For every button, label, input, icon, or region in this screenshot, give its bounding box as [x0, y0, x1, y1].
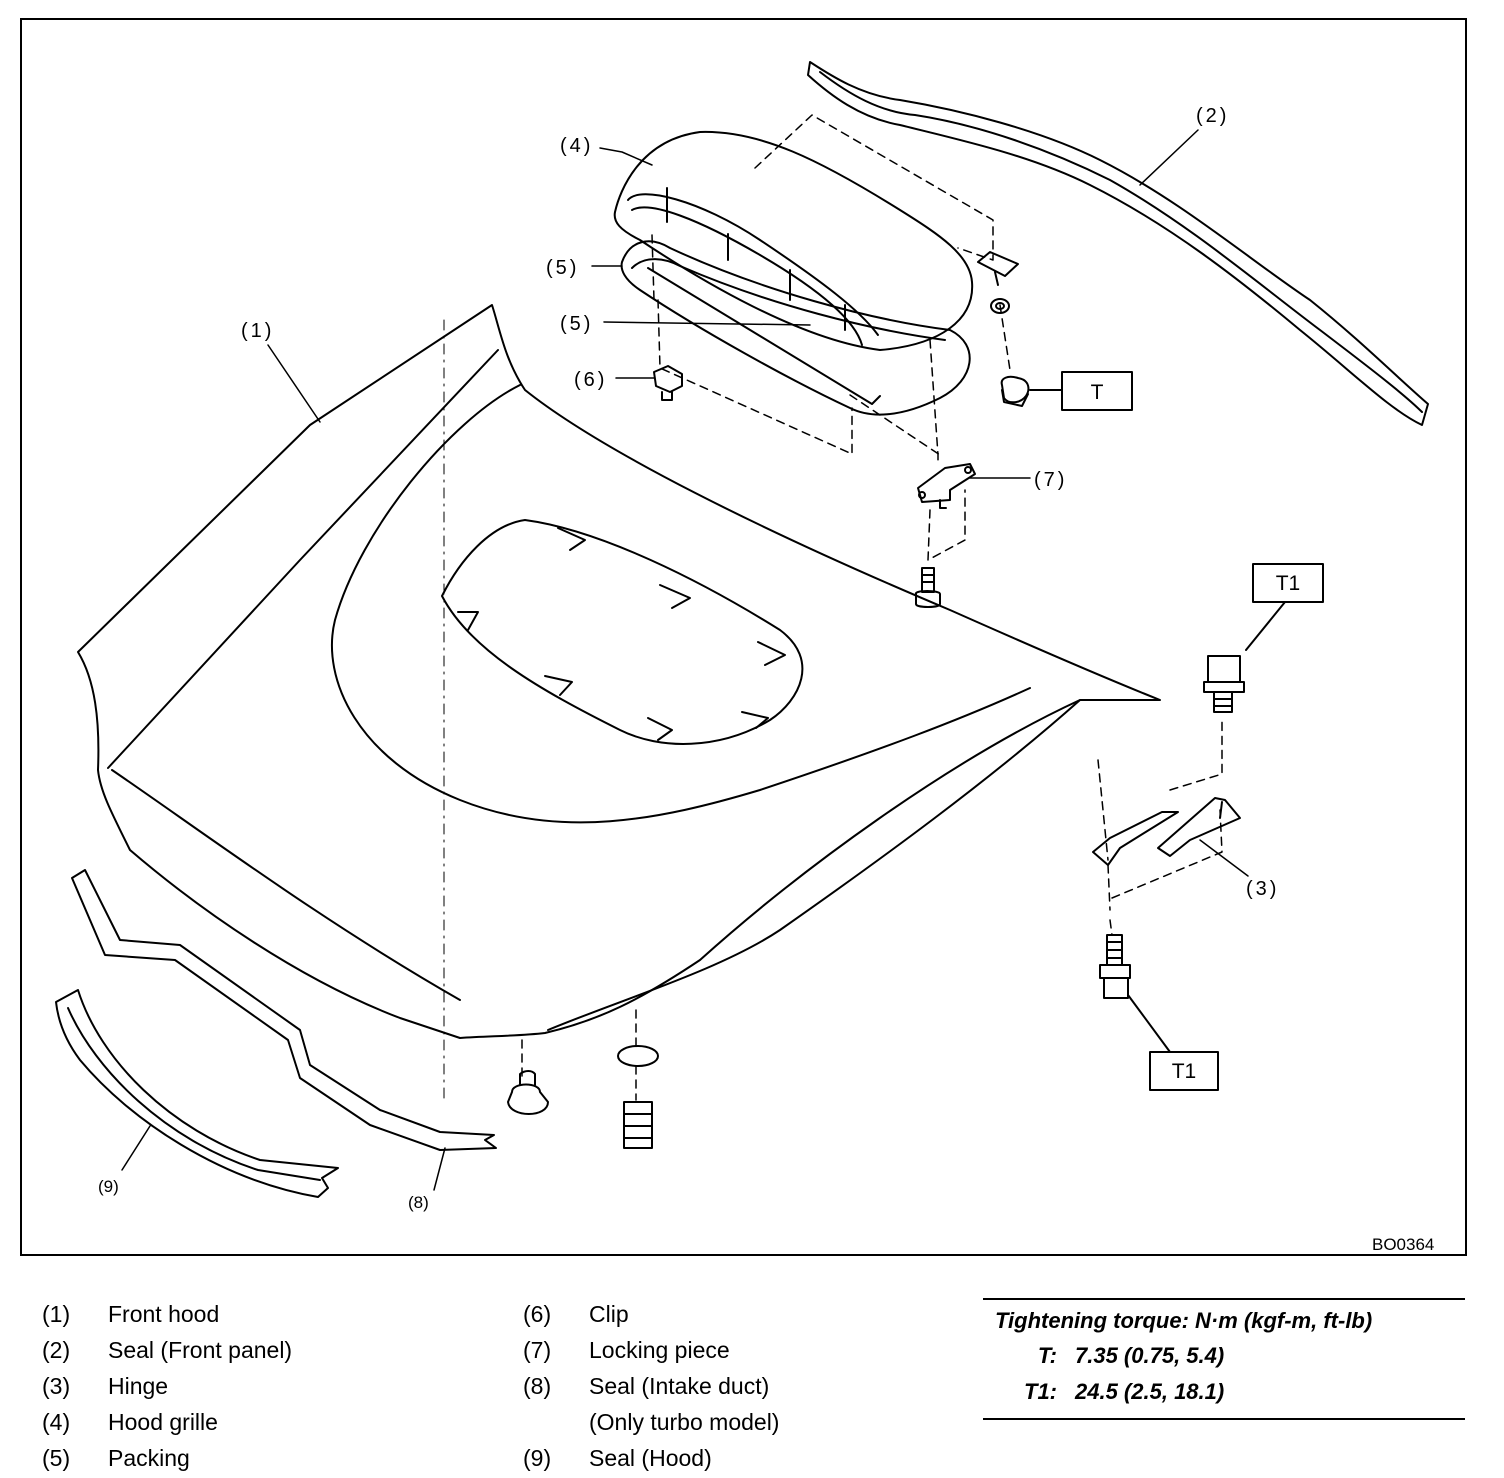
clip-part [653, 365, 683, 401]
packing [620, 240, 971, 416]
callout-9: (9) [98, 1177, 119, 1196]
callout-6: (6) [574, 369, 607, 391]
hood-grille [613, 130, 974, 351]
callout-3: (3) [1246, 878, 1279, 900]
leader-lines [121, 129, 1249, 1191]
exploded-diagram-frame [20, 18, 1467, 1256]
torque-box-t1-bottom-label: T1 [1172, 1060, 1197, 1083]
hinge-guides [1097, 719, 1223, 936]
callout-5a: (5) [546, 257, 579, 279]
grommet-and-nut [977, 251, 1030, 407]
legend-item: (4)Hood grille [42, 1409, 218, 1435]
legend-item: (9)Seal (Hood) [523, 1445, 712, 1471]
legend-item: (6)Clip [523, 1301, 629, 1327]
legend-item: (1)Front hood [42, 1301, 220, 1327]
bolt-top [1203, 655, 1245, 713]
figure-id: BO0364 [1372, 1235, 1434, 1254]
torque-row: T1:24.5 (2.5, 18.1) [1024, 1379, 1225, 1404]
callout-1: (1) [241, 320, 274, 342]
torque-box-t-label: T [1091, 381, 1104, 404]
callout-2: (2) [1196, 105, 1229, 127]
grille-guides [651, 114, 1011, 461]
torque-box-t1-top [1252, 563, 1324, 603]
washer-and-spacer [617, 1045, 659, 1149]
torque-table-title: Tightening torque: N·m (kgf-m, ft-lb) [995, 1308, 1373, 1333]
legend-right-column: (6)Clip (7)Locking piece (8)Seal (Intake… [523, 1296, 779, 1476]
screw [914, 567, 941, 608]
locking-piece [917, 463, 976, 509]
tightening-torque-table: Tightening torque: N·m (kgf-m, ft-lb) T:… [983, 1298, 1465, 1420]
legend-left-column: (1)Front hood (2)Seal (Front panel) (3)H… [42, 1296, 292, 1476]
hinge [1092, 797, 1241, 866]
legend-item: (8)Seal (Intake duct) [523, 1373, 770, 1399]
callout-4: (4) [560, 135, 593, 157]
hood-exploded-diagram: T T1 [55, 61, 1434, 1254]
front-hood [77, 304, 1161, 1039]
torque-row: T:7.35 (0.75, 5.4) [1037, 1343, 1225, 1368]
torque-box-t1-bottom [1149, 1051, 1219, 1091]
legend-item: (7)Locking piece [523, 1337, 730, 1363]
legend-item: (3)Hinge [42, 1373, 169, 1399]
torque-box-t [1061, 371, 1133, 411]
legend-item: (2)Seal (Front panel) [42, 1337, 293, 1363]
seal-hood [55, 989, 339, 1198]
bolt-bottom [1099, 934, 1131, 999]
seal-front-panel [807, 61, 1429, 426]
callout-7: (7) [1034, 469, 1067, 491]
legend-item: (Only turbo model) [589, 1409, 780, 1435]
seal-intake-duct [71, 869, 497, 1151]
callout-8: (8) [408, 1193, 429, 1212]
callout-5b: (5) [560, 313, 593, 335]
bumper-stop [507, 1070, 549, 1115]
torque-box-t1-top-label: T1 [1276, 572, 1301, 595]
legend-item: (5)Packing [42, 1445, 190, 1471]
